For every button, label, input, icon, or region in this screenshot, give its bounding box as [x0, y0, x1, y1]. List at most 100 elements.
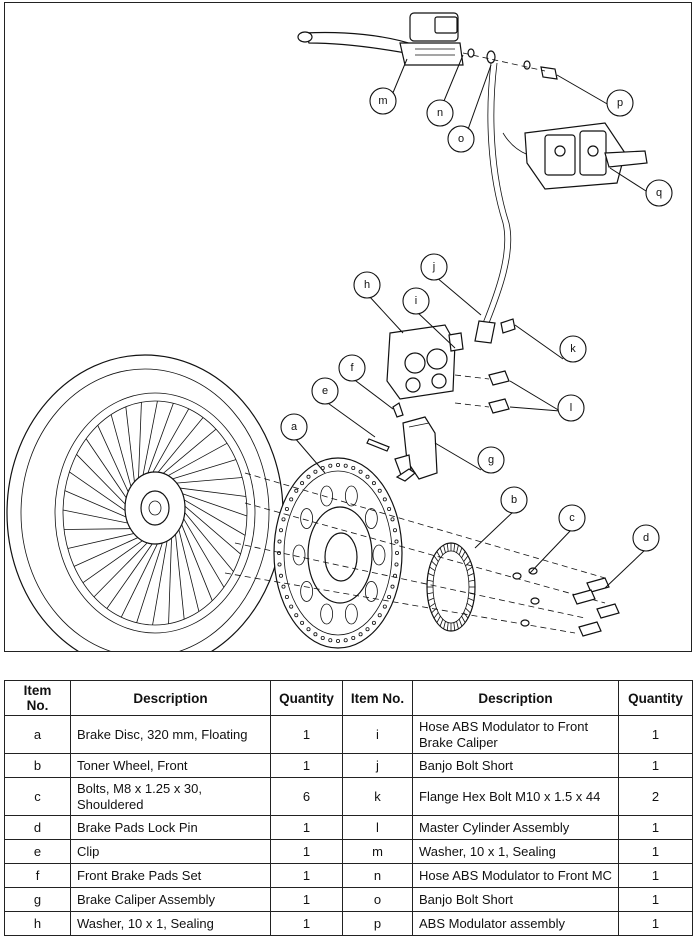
column-header: Description — [70, 680, 271, 716]
item-number-cell: m — [342, 839, 413, 864]
disc-bolts-drawing — [224, 472, 620, 637]
brake-caliper-drawing — [386, 324, 464, 400]
description-cell: Hose ABS Modulator to Front MC — [412, 863, 619, 888]
item-number-cell: g — [4, 887, 71, 912]
callout-label: i — [415, 295, 417, 307]
callout-label: j — [432, 261, 435, 273]
description-cell: ABS Modulator assembly — [412, 911, 619, 936]
quantity-cell: 1 — [618, 715, 693, 754]
callout-j: j — [420, 253, 448, 281]
description-cell: Master Cylinder Assembly — [412, 815, 619, 840]
description-cell: Banjo Bolt Short — [412, 887, 619, 912]
column-header: Description — [412, 680, 619, 716]
item-number-cell: j — [342, 753, 413, 778]
item-number-cell: p — [342, 911, 413, 936]
callout-b: b — [500, 486, 528, 514]
column-header: Quantity — [270, 680, 343, 716]
column-header: Item No. — [342, 680, 413, 716]
callout-label: m — [378, 95, 387, 107]
description-cell: Bolts, M8 x 1.25 x 30, Shouldered — [70, 777, 271, 816]
description-cell: Brake Pads Lock Pin — [70, 815, 271, 840]
direction-arrow — [395, 468, 417, 482]
callout-e: e — [311, 377, 339, 405]
callout-i: i — [402, 287, 430, 315]
quantity-cell: 1 — [618, 887, 693, 912]
description-cell: Brake Caliper Assembly — [70, 887, 271, 912]
abs-modulator-drawing — [524, 122, 648, 190]
callout-label: k — [570, 343, 576, 355]
parts-list-table: Item No. Description Quantity Item No. D… — [4, 680, 693, 936]
quantity-cell: 1 — [618, 753, 693, 778]
callout-o: o — [447, 125, 475, 153]
tone-wheel-drawing — [426, 542, 476, 632]
description-cell: Flange Hex Bolt M10 x 1.5 x 44 — [412, 777, 619, 816]
quantity-cell: 1 — [270, 863, 343, 888]
callout-label: n — [437, 107, 443, 119]
callout-label: o — [458, 133, 464, 145]
callout-label: g — [488, 454, 494, 466]
quantity-cell: 1 — [618, 815, 693, 840]
callout-label: l — [570, 402, 572, 414]
callout-g: g — [477, 446, 505, 474]
description-cell: Hose ABS Modulator to Front Brake Calipe… — [412, 715, 619, 754]
item-number-cell: d — [4, 815, 71, 840]
column-header: Item No. — [4, 680, 71, 716]
column-header: Quantity — [618, 680, 693, 716]
quantity-cell: 2 — [618, 777, 693, 816]
item-number-cell: k — [342, 777, 413, 816]
master-cylinder-drawing — [297, 12, 558, 80]
item-number-cell: n — [342, 863, 413, 888]
callout-label: b — [511, 494, 517, 506]
callout-label: f — [350, 362, 354, 374]
callout-label: d — [643, 532, 649, 544]
description-cell: Brake Disc, 320 mm, Floating — [70, 715, 271, 754]
description-cell: Washer, 10 x 1, Sealing — [412, 839, 619, 864]
brake-hose-drawing — [474, 62, 566, 344]
callout-f: f — [338, 354, 366, 382]
quantity-cell: 1 — [270, 839, 343, 864]
item-number-cell: f — [4, 863, 71, 888]
callout-d: d — [632, 524, 660, 552]
table-header-row: Item No. Description Quantity Item No. D… — [4, 680, 693, 716]
callout-k: k — [559, 335, 587, 363]
item-number-cell: o — [342, 887, 413, 912]
callout-label: p — [617, 97, 623, 109]
leader-lines — [293, 54, 647, 589]
quantity-cell: 1 — [270, 911, 343, 936]
callout-c: c — [558, 504, 586, 532]
quantity-cell: 1 — [270, 753, 343, 778]
quantity-cell: 1 — [270, 715, 343, 754]
callout-n: n — [426, 99, 454, 127]
quantity-cell: 1 — [270, 887, 343, 912]
callout-label: e — [322, 385, 328, 397]
caliper-bolts-drawing — [454, 318, 516, 414]
quantity-cell: 1 — [618, 911, 693, 936]
callout-label: q — [656, 187, 662, 199]
callout-label: h — [364, 279, 370, 291]
item-number-cell: b — [4, 753, 71, 778]
description-cell: Clip — [70, 839, 271, 864]
quantity-cell: 1 — [618, 839, 693, 864]
brake-disc-drawing — [273, 457, 403, 649]
item-number-cell: l — [342, 815, 413, 840]
description-cell: Toner Wheel, Front — [70, 753, 271, 778]
quantity-cell: 6 — [270, 777, 343, 816]
callout-q: q — [645, 179, 673, 207]
item-number-cell: h — [4, 911, 71, 936]
description-cell: Banjo Bolt Short — [412, 753, 619, 778]
quantity-cell: 1 — [618, 863, 693, 888]
item-number-cell: a — [4, 715, 71, 754]
callout-p: p — [606, 89, 634, 117]
callout-h: h — [353, 271, 381, 299]
quantity-cell: 1 — [270, 815, 343, 840]
